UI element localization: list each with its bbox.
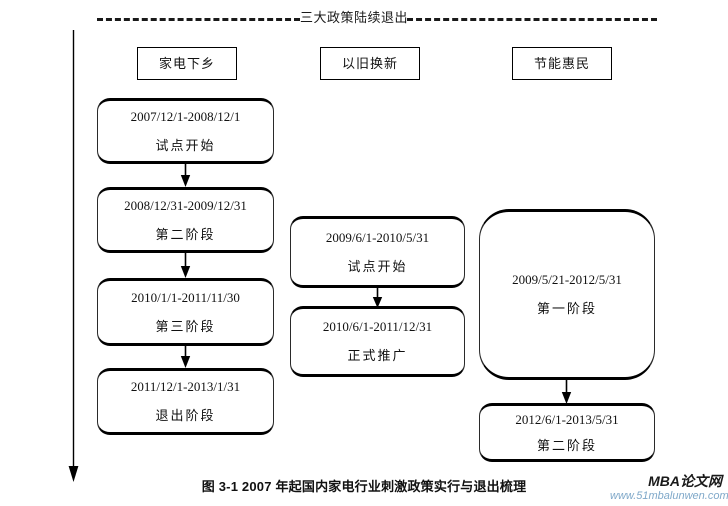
connector-arrow-col2-1-to-2 [372, 288, 383, 308]
process-box-date: 2011/12/1-2013/1/31 [130, 379, 241, 394]
column-header-yijiu-huanxin[interactable]: 以旧换新 [320, 47, 420, 80]
process-box-date: 2007/12/1-2008/12/1 [130, 108, 241, 124]
process-box-date: 2012/6/1-2013/5/31 [515, 411, 619, 427]
process-box-date: 2009/6/1-2010/5/31 [325, 229, 430, 245]
process-box-phase: 第三阶段 [155, 318, 216, 334]
connector-arrow-col1-3-to-4 [180, 346, 191, 368]
downward-time-arrow [68, 30, 79, 482]
process-box-phase: 正式推广 [347, 348, 408, 363]
figure-header-title: 三大政策陆续退出 [300, 10, 409, 25]
process-box-col1-4[interactable]: 2011/12/1-2013/1/31 退出阶段 [97, 368, 274, 435]
process-box-phase: 第二阶段 [536, 437, 597, 453]
process-box-col2-2[interactable]: 2010/6/1-2011/12/31 正式推广 [290, 306, 465, 377]
connector-arrow-col1-2-to-3 [180, 253, 191, 278]
process-box-col1-2[interactable]: 2008/12/31-2009/12/31 第二阶段 [97, 187, 274, 253]
watermark: MBA论文网 www.51mbalunwen.com [610, 473, 728, 503]
process-box-phase: 第二阶段 [155, 226, 216, 242]
process-box-col3-1[interactable]: 2009/5/21-2012/5/31 第一阶段 [479, 209, 655, 380]
figure-caption: 图 3-1 2007 年起国内家电行业刺激政策实行与退出梳理 [201, 479, 527, 494]
watermark-url: www.51mbalunwen.com [610, 490, 728, 502]
connector-arrow-col1-1-to-2 [180, 164, 191, 187]
process-box-date: 2008/12/31-2009/12/31 [124, 197, 247, 213]
watermark-brand: MBA论文网 [648, 473, 722, 489]
process-box-phase: 退出阶段 [155, 408, 216, 423]
header-dashed-rule-left [97, 18, 300, 21]
process-box-phase: 试点开始 [155, 137, 216, 153]
process-box-col2-1[interactable]: 2009/6/1-2010/5/31 试点开始 [290, 216, 465, 288]
process-box-col1-1[interactable]: 2007/12/1-2008/12/1 试点开始 [97, 98, 274, 164]
column-header-jiadian-xiaxiang[interactable]: 家电下乡 [137, 47, 237, 80]
process-box-phase: 试点开始 [347, 258, 408, 274]
process-box-col1-3[interactable]: 2010/1/1-2011/11/30 第三阶段 [97, 278, 274, 346]
process-box-date: 2009/5/21-2012/5/31 [512, 272, 622, 287]
connector-arrow-col3-1-to-2 [561, 380, 572, 404]
process-box-col3-2[interactable]: 2012/6/1-2013/5/31 第二阶段 [479, 403, 655, 462]
header-dashed-rule-right [407, 18, 657, 21]
process-box-date: 2010/6/1-2011/12/31 [322, 319, 433, 334]
column-header-jieneng-huimin[interactable]: 节能惠民 [512, 47, 612, 80]
process-box-date: 2010/1/1-2011/11/30 [131, 289, 240, 305]
process-box-phase: 第一阶段 [536, 301, 597, 316]
